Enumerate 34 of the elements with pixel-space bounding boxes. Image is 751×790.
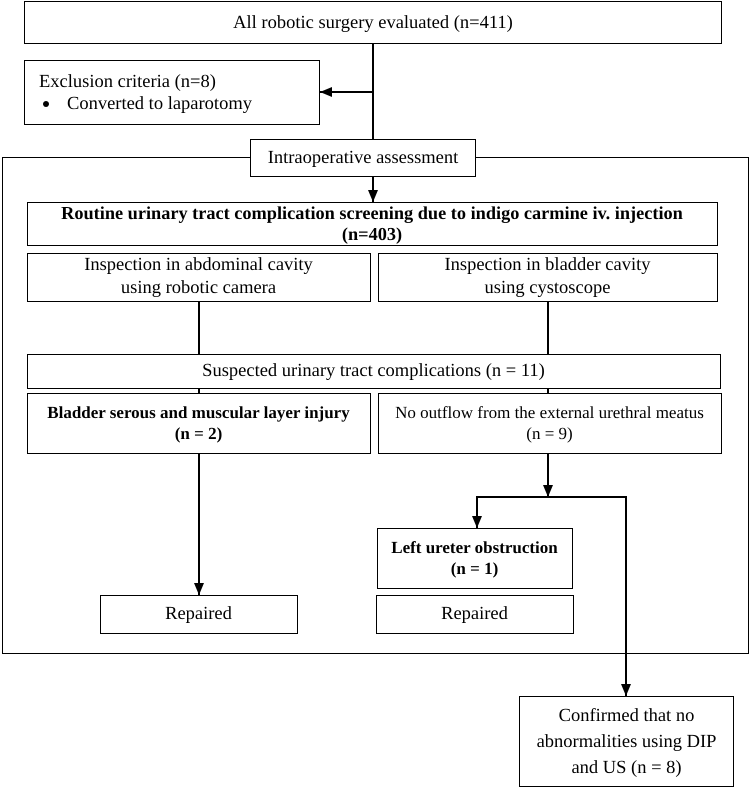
- step-text: Inspection in abdominal cavity using robotic camera: [83, 254, 314, 300]
- arrow: [320, 44, 374, 97]
- process-box: [378, 392, 722, 454]
- step-text: Confirmed that no abnormalities using DIP and US (n = 8): [536, 704, 718, 780]
- process-box: [519, 696, 734, 787]
- section-heading: Intraoperative assessment: [268, 147, 458, 169]
- step-text: Routine urinary tract complication screening due to indigo carmine iv. injection (n=403): [60, 202, 684, 244]
- step-text: No outflow from the external urethral meatus (n = 9): [394, 402, 705, 444]
- arrow: [543, 454, 553, 497]
- process-box: [26, 252, 370, 302]
- arrow: [368, 177, 378, 202]
- connector-line: [198, 389, 200, 393]
- process-box: [26, 354, 720, 388]
- process-box: [26, 392, 370, 454]
- process-box: [378, 252, 718, 302]
- connector-line: [547, 302, 549, 354]
- step-text: Suspected urinary tract complications (n = 11): [202, 360, 545, 382]
- process-box: [376, 594, 574, 634]
- criteria-item: Converted to laparotomy: [67, 92, 252, 114]
- step-text: Inspection in bladder cavity using cystoscope: [443, 254, 652, 300]
- connector-line: [198, 302, 200, 354]
- step-text: Bladder serous and muscular layer injury (n = 2): [46, 402, 351, 444]
- section-heading-box: [250, 139, 476, 177]
- connector-line: [547, 389, 549, 393]
- arrow: [194, 454, 204, 595]
- process-box: [24, 60, 320, 125]
- step-text: Repaired: [165, 603, 232, 625]
- step-text: All robotic surgery evaluated (n=411): [233, 12, 513, 34]
- process-box: [100, 594, 298, 634]
- step-text: Repaired: [441, 603, 508, 625]
- process-box: [376, 528, 572, 588]
- criteria-heading: Exclusion criteria (n=8): [39, 70, 216, 92]
- step-text: Left ureter obstruction (n = 1): [390, 537, 559, 579]
- process-box: [24, 1, 722, 44]
